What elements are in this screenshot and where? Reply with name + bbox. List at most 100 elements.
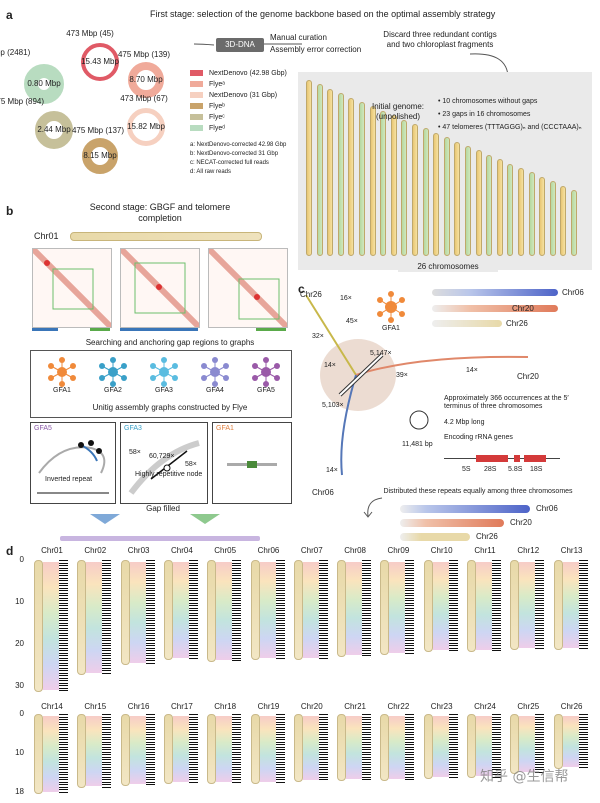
ring-top-label: 473 Mbp (67) <box>120 94 168 103</box>
watermark: 知乎 @生信帮 <box>480 769 569 785</box>
ring-center-label: 0.80 Mbp <box>27 79 61 88</box>
panel-a-label: a <box>6 8 13 22</box>
assembly-note: b: NextDenovo-corrected 31 Gbp <box>190 151 279 157</box>
initial-chromosome <box>422 128 429 256</box>
discard-note: Discard three redundant contigs and two … <box>383 30 497 49</box>
y-tick: 18 <box>15 787 24 796</box>
count-5147: 5,147× <box>370 350 392 357</box>
synteny-chr-name: Chr21 <box>344 702 366 711</box>
synteny-chr-name: Chr25 <box>517 702 540 711</box>
initial-chromosome <box>306 80 312 256</box>
inverted-repeat: Inverted repeat <box>45 476 93 483</box>
synteny-chr-name: Chr22 <box>387 702 410 711</box>
count-14c: 14× <box>326 467 338 474</box>
initial-chromosome <box>454 141 461 256</box>
chr01-bar <box>70 232 262 241</box>
legend-swatch <box>190 114 203 121</box>
synteny-chromosome: Chr10 <box>420 546 464 706</box>
synteny-chromosome: Chr18 <box>203 702 247 803</box>
initial-chromosome <box>401 119 408 256</box>
gfa3-title: GFA3 <box>124 425 142 432</box>
legend-item: Flyeᵇ <box>190 101 225 112</box>
gene-5s-label: 5S <box>462 466 471 473</box>
distribute-arrow <box>363 497 383 518</box>
synteny-chr-name: Chr23 <box>430 702 453 711</box>
chr01-label: Chr01 <box>34 231 59 241</box>
synteny-chr-name: Chr02 <box>84 546 107 555</box>
chr20-right-bottom: Chr20 <box>510 518 532 527</box>
gfa3-detail: GFA3 58× 60,729× 58× Highly repetitive n… <box>120 422 208 504</box>
legend-swatch <box>190 125 203 132</box>
y-tick: 0 <box>19 555 24 564</box>
synteny-chromosome: Chr17 <box>160 702 204 803</box>
gfa1-title: GFA1 <box>216 425 234 432</box>
synteny-chromosome: Chr03 <box>117 546 161 706</box>
synteny-chr-name: Chr04 <box>170 546 193 555</box>
legend-label: Flyeᵃ <box>209 81 225 88</box>
synteny-chromosome: Chr15 <box>73 702 117 803</box>
initial-chromosome <box>348 97 355 256</box>
y-tick: 20 <box>15 639 24 648</box>
initial-chromosome <box>528 172 535 256</box>
hic-heatmap-1 <box>32 248 112 328</box>
legend-item: Flyeᵃ <box>190 79 225 90</box>
chr26-graph-label: Chr26 <box>300 290 322 299</box>
ring-center-label: 2.44 Mbp <box>37 125 71 134</box>
gfa-label: GFA3 <box>155 387 173 394</box>
unit-length: 11,481 bp <box>402 441 433 448</box>
initial-chromosome <box>412 124 418 256</box>
synteny-chromosome: Chr14 <box>30 702 74 803</box>
synteny-chromosome: Chr02 <box>73 546 117 706</box>
initial-chromosome <box>518 168 524 256</box>
synteny-chromosome: Chr08 <box>333 546 377 706</box>
legend-label: NextDenovo (42.98 Gbp) <box>209 70 287 77</box>
gfa-graph-icon: GFA1 <box>37 357 87 394</box>
gene-58s <box>514 455 520 462</box>
assembly-note: d: All raw reads <box>190 169 232 175</box>
repeat-graph <box>305 294 529 476</box>
gfa-graph-icon: GFA3 <box>139 357 189 394</box>
chr20-bar-top <box>432 305 558 312</box>
synteny-chr-name: Chr10 <box>430 546 453 555</box>
assembly-ring <box>35 111 73 149</box>
hic-heatmap-2 <box>120 248 200 328</box>
synteny-chromosome: Chr25 <box>506 702 550 803</box>
unitig-note: Unitig assembly graphs constructed by Fl… <box>92 403 248 412</box>
gene-58s-label: 5.8S <box>508 466 523 473</box>
assembly-note: c: NECAT-corrected full reads <box>190 160 269 166</box>
gap-filled: Gap filled <box>146 504 180 513</box>
count-39: 39× <box>396 372 408 379</box>
synteny-chr-name: Chr20 <box>300 702 323 711</box>
chr06-right-top: Chr06 <box>562 288 584 297</box>
gap-filled-bar <box>60 514 260 541</box>
initial-chromosome <box>496 159 503 256</box>
gfa1-label: GFA1 <box>382 325 400 332</box>
synteny-chromosome: Chr12 <box>506 546 550 706</box>
ring-center-label: 15.82 Mbp <box>127 122 165 131</box>
y-tick: 30 <box>15 681 24 690</box>
panel-a-title: First stage: selection of the genome bac… <box>150 9 496 19</box>
initial-genome-title: Initial genome: <box>371 102 425 111</box>
synteny-chromosome: Chr20 <box>290 702 334 803</box>
synteny-chromosome: Chr22 <box>376 702 420 803</box>
chr20-bar-bottom <box>400 519 504 527</box>
chr20-right-top: Chr20 <box>512 304 534 313</box>
legend-label: NextDenovo (31 Gbp) <box>209 92 278 99</box>
occurrences-note: Approximately 366 occurrences at the 5′ … <box>444 395 569 410</box>
synteny-chr-name: Chr08 <box>344 546 366 555</box>
distributed-note: Distributed these repeats equally among … <box>383 488 573 495</box>
gfa-graph-icon: GFA5 <box>241 357 291 394</box>
synteny-chr-name: Chr09 <box>387 546 410 555</box>
synteny-chr-name: Chr18 <box>214 702 237 711</box>
initial-chromosome <box>380 110 387 256</box>
assembly-ring <box>127 108 165 146</box>
synteny-chr-name: Chr15 <box>84 702 107 711</box>
bullet-1: • 10 chromosomes without gaps <box>438 98 538 105</box>
legend-label: Flyeᵈ <box>209 125 225 132</box>
gfa-label: GFA5 <box>257 387 275 394</box>
chr06-graph-label: Chr06 <box>312 488 334 497</box>
gfa5-title: GFA5 <box>34 425 52 432</box>
chr26-right-top: Chr26 <box>506 319 528 328</box>
